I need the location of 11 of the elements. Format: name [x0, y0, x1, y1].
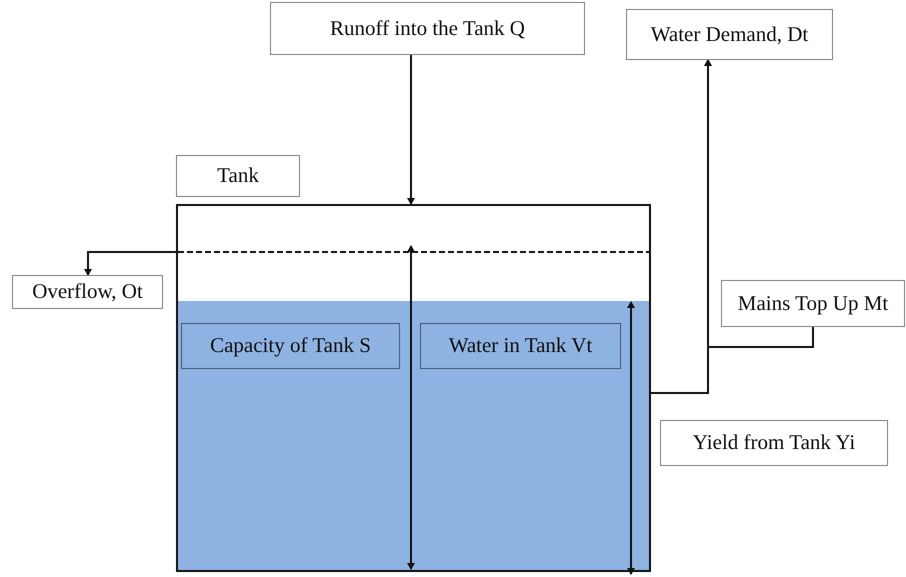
tank-label: Tank: [176, 155, 300, 197]
arrow: [84, 251, 176, 276]
yield-label: Yield from Tank Yi: [660, 420, 888, 466]
water-volume-label: Water in Tank Vt: [420, 323, 621, 369]
capacity-label: Capacity of Tank S: [181, 323, 400, 369]
inflow-label: Runoff into the Tank Q: [270, 2, 585, 55]
overflow-label: Overflow, Ot: [12, 275, 163, 309]
arrow: [407, 55, 415, 205]
arrow: [704, 59, 814, 348]
mains-label: Mains Top Up Mt: [721, 280, 905, 327]
demand-label: Water Demand, Dt: [626, 9, 833, 60]
